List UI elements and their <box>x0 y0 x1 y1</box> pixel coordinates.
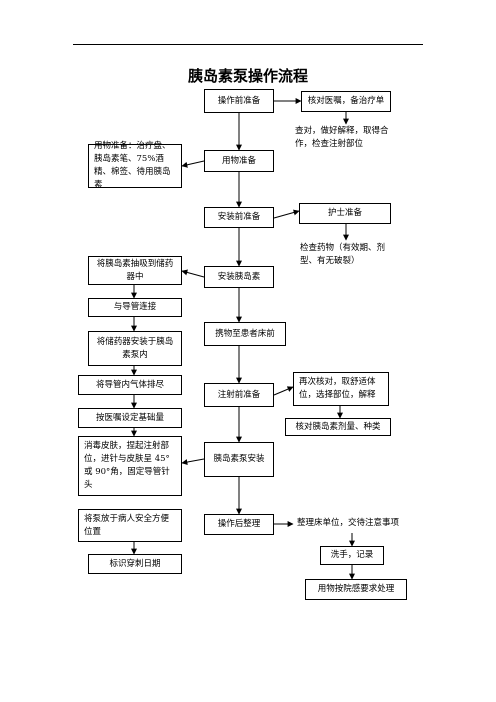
node-pre-injection: 注射前准备 <box>204 383 274 407</box>
node-expel-air: 将导管内气体排尽 <box>78 375 182 395</box>
node-prep-before-op: 操作前准备 <box>204 89 274 113</box>
node-install-reservoir: 将储药器安装于胰岛素泵内 <box>88 331 182 366</box>
node-check-drug: 检查药物（有效期、剂型、有无破裂） <box>300 243 386 266</box>
header-rule <box>73 44 423 45</box>
node-install-prep: 安装前准备 <box>204 207 274 228</box>
node-check-dose: 核对胰岛素剂量、种类 <box>285 418 391 436</box>
arrow-pre-injection-to-recheck <box>273 386 294 396</box>
node-mark-date: 标识穿刺日期 <box>88 554 182 574</box>
node-install-insulin: 安装胰岛素 <box>204 266 274 288</box>
node-tidy-unit: 整理床单位，交待注意事项 <box>297 518 400 528</box>
node-pump-install: 胰岛素泵安装 <box>204 442 274 477</box>
node-connect-tube: 与导管连接 <box>88 298 182 317</box>
node-material-list: 用物准备：治疗盘、胰岛素笔、75%酒精、棉签、待用胰岛素 <box>88 141 182 190</box>
node-check-order: 核对医嘱，备治疗单 <box>301 91 391 112</box>
node-disinfect: 消毒皮肤，捏起注射部位，进针与皮肤呈 45°或 90°角，固定导管针头 <box>78 436 182 496</box>
node-draw-insulin: 将胰岛素抽吸到储药器中 <box>88 256 182 285</box>
node-nurse-prep: 护士准备 <box>299 203 391 224</box>
node-set-basal: 按医嘱设定基础量 <box>78 408 182 428</box>
node-check-patient: 查对，做好解释，取得合作，检查注射部位 <box>295 126 389 149</box>
arrow-material-to-list <box>181 160 205 168</box>
node-carry-to-bed: 携物至患者床前 <box>204 322 286 346</box>
node-material-prep: 用物准备 <box>204 150 274 172</box>
page-title: 胰岛素泵操作流程 <box>187 67 308 85</box>
arrow-install-prep-to-nurse <box>273 209 300 219</box>
node-recheck: 再次核对，取舒适体位，选择部位，解释 <box>293 372 389 406</box>
node-wash-record: 洗手，记录 <box>320 546 384 565</box>
arrow-install-to-draw <box>181 269 205 278</box>
node-disposal: 用物按院感要求处理 <box>305 579 407 600</box>
node-post-op: 操作后整理 <box>204 514 274 535</box>
node-place-pump: 将泵放于病人安全方便位置 <box>78 509 182 542</box>
arrow-pump-to-disinfect <box>181 458 205 465</box>
